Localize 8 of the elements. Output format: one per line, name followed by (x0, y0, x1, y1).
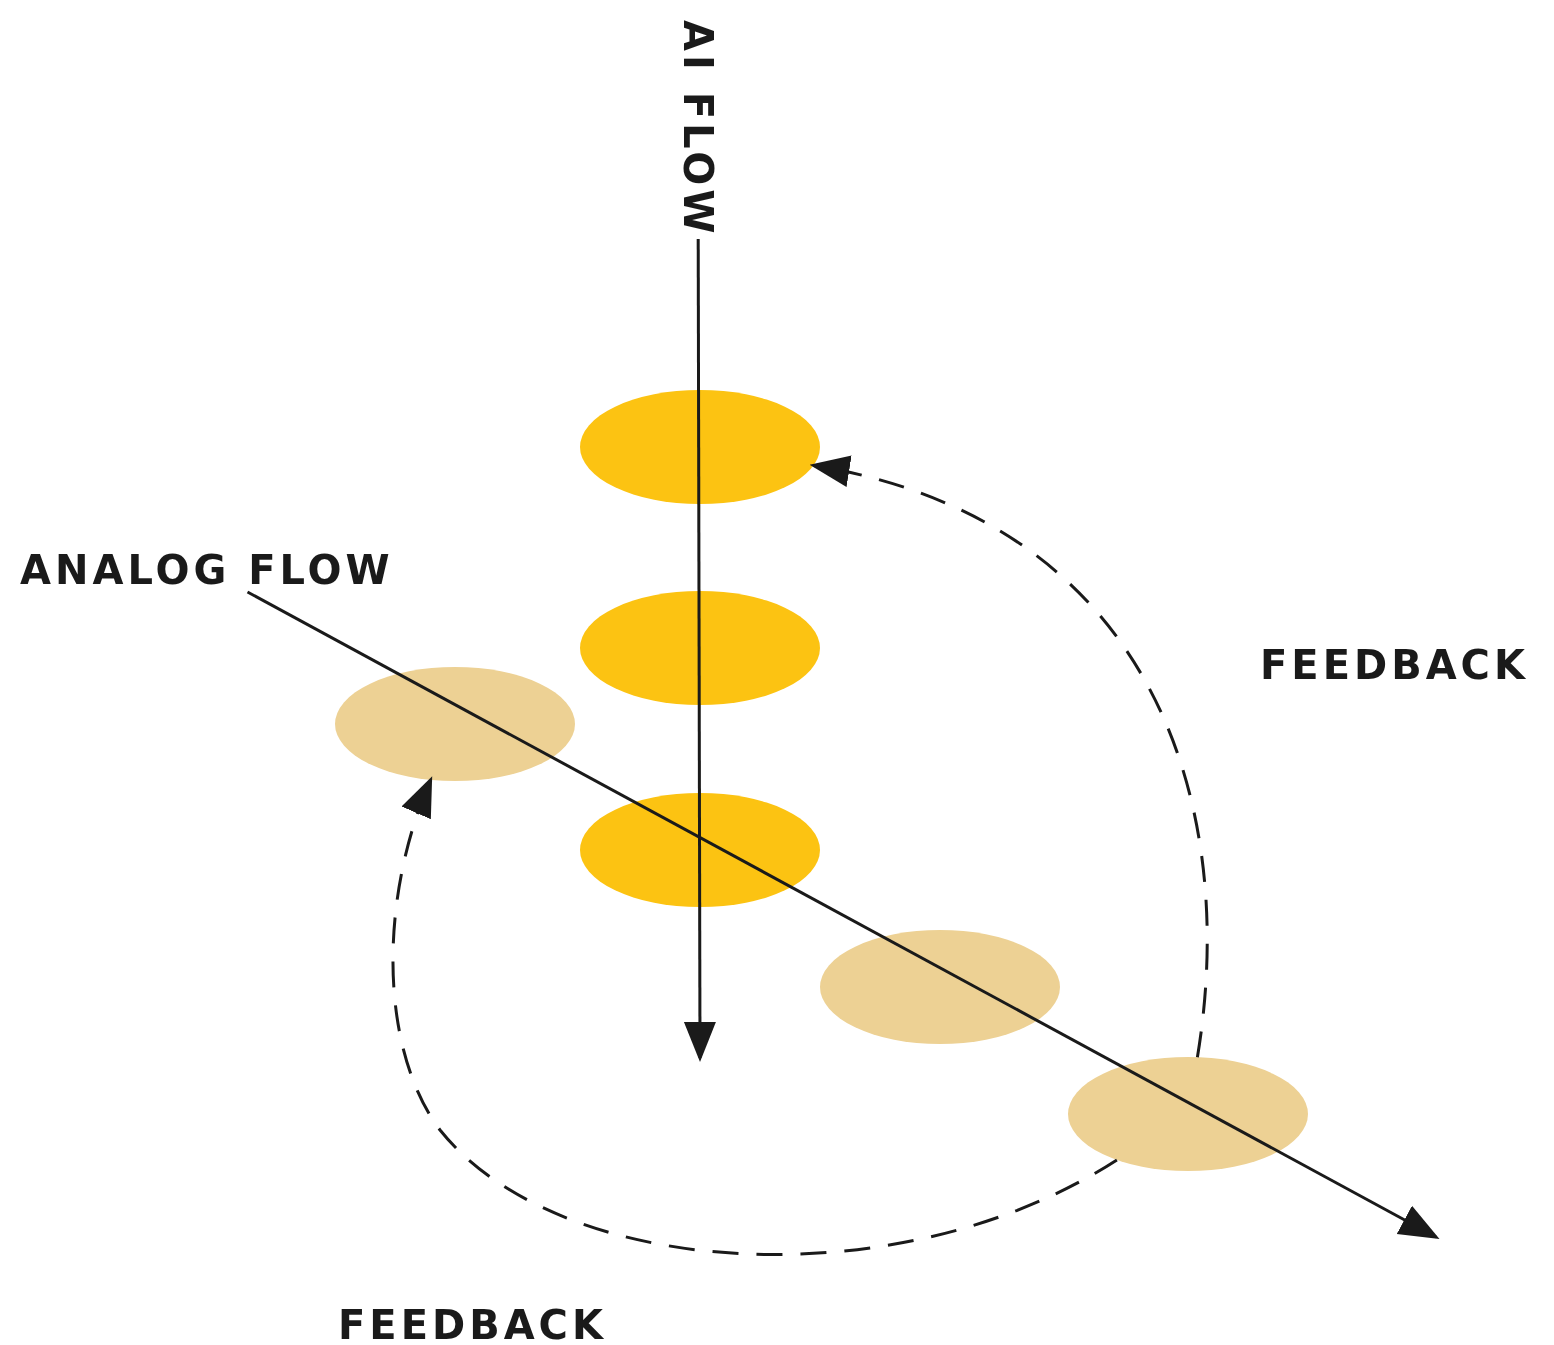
flow-label: ANALOG FLOW (20, 550, 394, 590)
dashed-arrow (391, 776, 1118, 1256)
arrow (246, 590, 1440, 1239)
dashed-arrow (809, 457, 1209, 1058)
edge-label: FEEDBACK (1260, 645, 1529, 685)
arrow (683, 239, 716, 1062)
edge-label: FEEDBACK (338, 1305, 607, 1345)
flow-label: AI FLOW (678, 20, 718, 238)
